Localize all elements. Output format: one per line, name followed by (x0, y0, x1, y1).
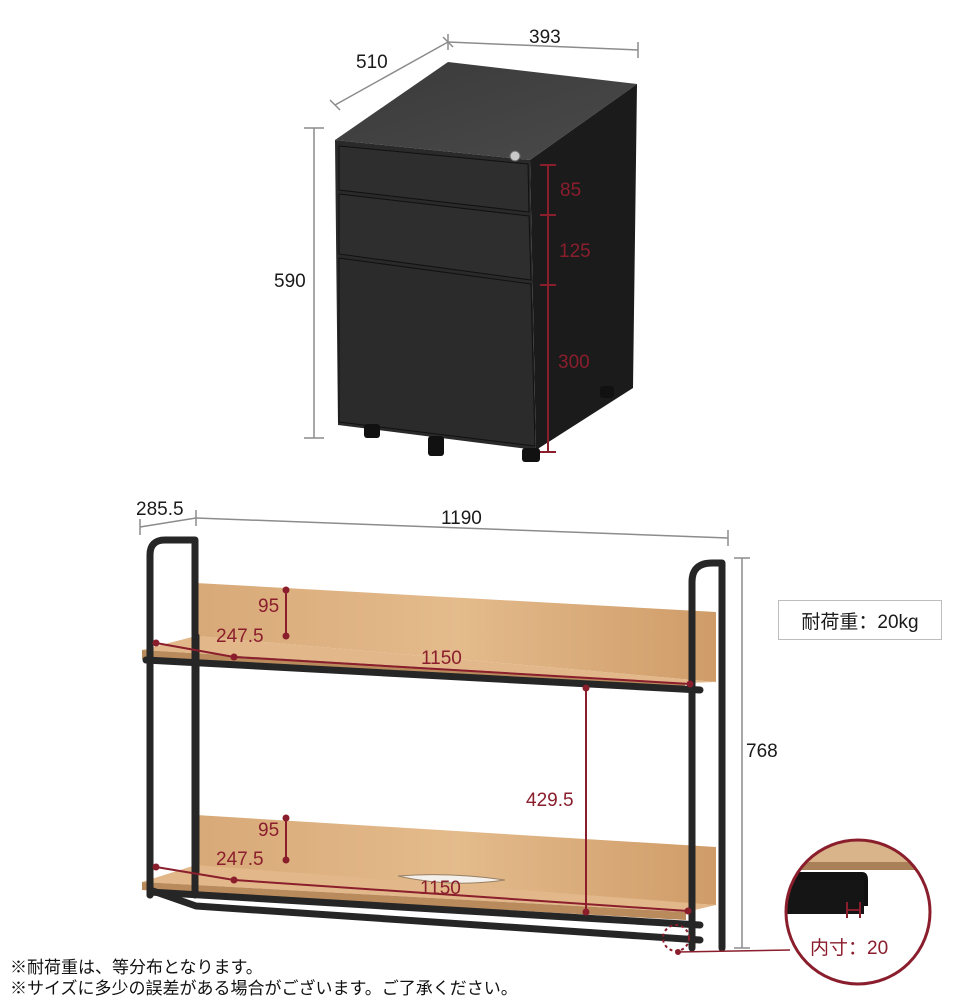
shelf-depth-label: 285.5 (136, 499, 184, 520)
cabinet-height-label: 590 (274, 271, 306, 292)
cabinet-dimension-lines (304, 34, 639, 439)
cabinet-depth-label: 510 (356, 52, 388, 73)
shelf-illustration (142, 583, 716, 920)
upper-back-height-label: 95 (258, 596, 279, 617)
upper-board-width-label: 1150 (421, 648, 462, 669)
note-size-tolerance: ※サイズに多少の誤差がある場合がございます。ご了承ください。 (10, 979, 518, 999)
cabinet-drawer-dimension-lines (540, 164, 556, 453)
load-capacity-text: 耐荷重：20kg (801, 611, 919, 633)
lower-board-depth-label: 247.5 (216, 849, 264, 870)
shelf-height-label: 768 (746, 741, 778, 762)
shelf-width-label: 1190 (441, 508, 482, 529)
upper-board-depth-label: 247.5 (216, 626, 264, 647)
shelf-inner-dimension-lines (155, 590, 691, 912)
inner-dimension-label: 内寸：20 (810, 937, 888, 959)
lower-back-height-label: 95 (258, 820, 279, 841)
drawer-2-height-label: 125 (559, 241, 591, 262)
load-capacity-box: 耐荷重：20kg (778, 600, 942, 640)
detail-marker (662, 924, 791, 955)
note-load-distribution: ※耐荷重は、等分布となります。 (10, 958, 263, 978)
cabinet-width-label: 393 (529, 27, 561, 48)
drawer-3-height-label: 300 (558, 352, 590, 373)
inner-dimension-detail-callout: 内寸：20 (784, 838, 932, 986)
shelf-dimension-endpoints (152, 586, 694, 916)
clearance-height-label: 429.5 (526, 790, 574, 811)
cabinet-illustration (335, 62, 637, 462)
lower-board-width-label: 1150 (420, 878, 461, 899)
drawer-1-height-label: 85 (560, 180, 581, 201)
shelf-dimension-lines (139, 510, 750, 949)
shelf-frame (142, 536, 726, 952)
